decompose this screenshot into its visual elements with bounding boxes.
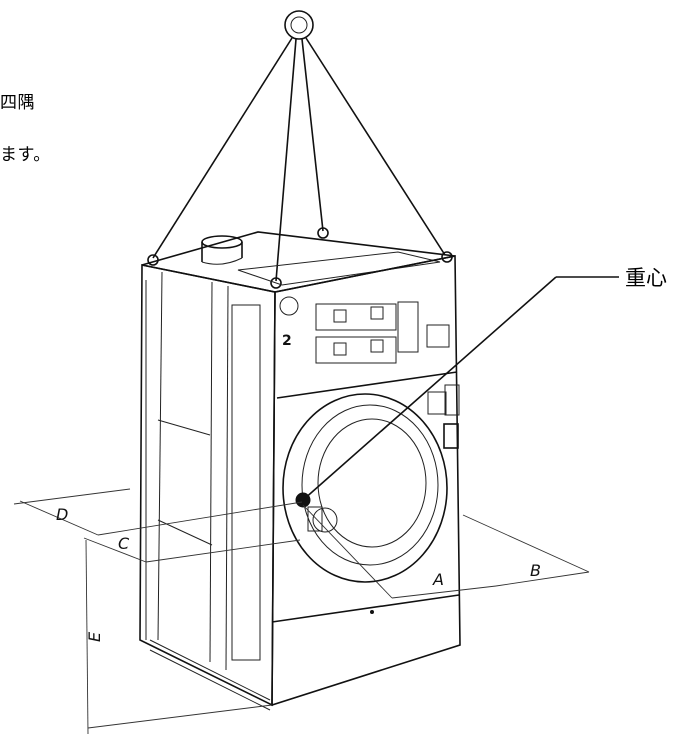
lifting-cables [152,37,446,282]
center-of-gravity-marker [295,276,619,508]
dimension-label-a: A [432,570,444,589]
dimension-label-b: B [530,561,541,580]
dimension-label-e: E [85,631,104,642]
center-of-gravity-label: 重心 [625,266,667,290]
lifting-ring [284,10,314,40]
machine-top [141,231,456,293]
machine-front: 2 [271,255,461,707]
dimension-label-d: D [56,505,68,524]
dimension-label-c: C [118,534,130,553]
instruction-text-line-2: ます。 [0,145,51,165]
machine-side [139,264,276,711]
instruction-text-line-1: 四隅 [0,93,35,113]
dimension-lines: D C A B E [13,488,590,734]
unit-number: 2 [282,333,292,349]
